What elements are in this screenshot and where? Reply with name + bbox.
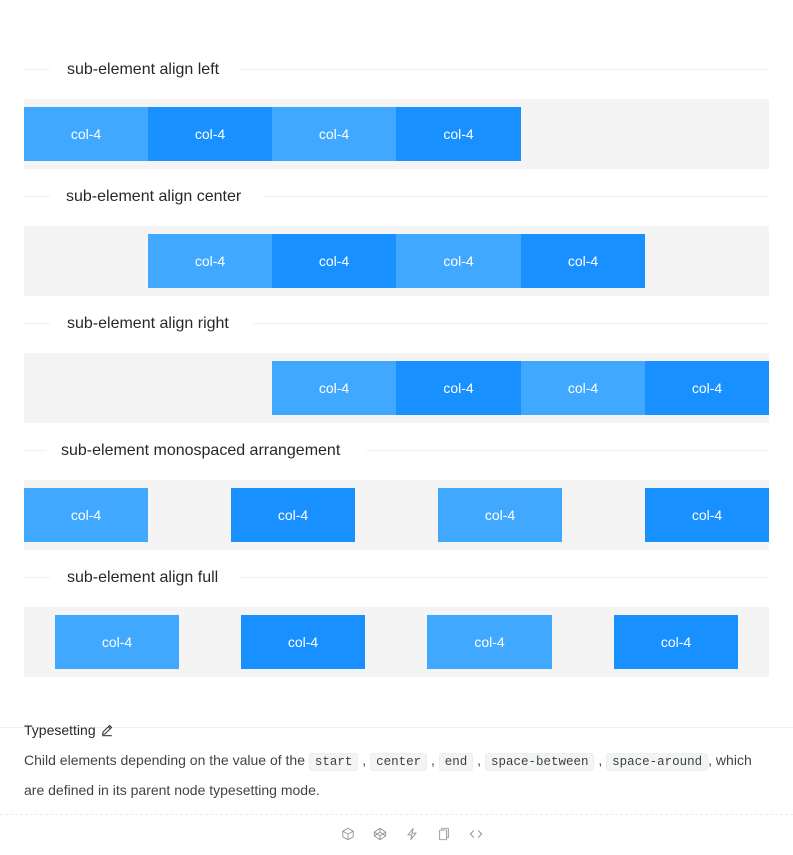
- section-title: sub-element align center: [66, 188, 242, 205]
- col-block: col-4: [396, 107, 521, 161]
- flex-row-start: col-4 col-4 col-4 col-4: [24, 99, 769, 169]
- divider-align-left: sub-element align left: [24, 59, 769, 81]
- section-title: sub-element align full: [67, 569, 219, 586]
- col-block: col-4: [396, 234, 521, 288]
- description-text: Child elements depending on the value of…: [24, 752, 309, 768]
- flex-row-space-around: col-4 col-4 col-4 col-4: [24, 607, 769, 677]
- col-block: col-4: [55, 615, 179, 669]
- col-block: col-4: [645, 488, 769, 542]
- flex-row-center: col-4 col-4 col-4 col-4: [24, 226, 769, 296]
- col-block: col-4: [272, 234, 396, 288]
- divider-align-right: sub-element align right: [24, 313, 769, 335]
- col-block: col-4: [24, 488, 148, 542]
- divider-monospaced: sub-element monospaced arrangement: [24, 440, 769, 462]
- code-space-around: space-around: [606, 753, 709, 771]
- flex-row-end: col-4 col-4 col-4 col-4: [24, 353, 769, 423]
- code-center: center: [370, 753, 428, 771]
- typesetting-description: Child elements depending on the value of…: [24, 746, 769, 804]
- typesetting-heading: Typesetting: [24, 720, 114, 740]
- actions-divider: [0, 814, 793, 815]
- separator: ,: [430, 752, 435, 768]
- col-block: col-4: [148, 234, 272, 288]
- col-block: col-4: [148, 107, 272, 161]
- col-block: col-4: [241, 615, 365, 669]
- separator: ,: [362, 752, 367, 768]
- expand-code-icon[interactable]: [468, 826, 484, 842]
- divider-align-full: sub-element align full: [24, 567, 769, 589]
- code-space-between: space-between: [484, 753, 595, 771]
- codesandbox-icon[interactable]: [340, 826, 356, 842]
- typesetting-title: Typesetting: [24, 722, 96, 738]
- col-block: col-4: [272, 361, 396, 415]
- description-text-end: , which are defined in its parent node t…: [24, 752, 752, 798]
- code-actions-bar: [340, 826, 484, 842]
- col-block: col-4: [427, 615, 552, 669]
- code-end: end: [438, 753, 474, 771]
- flex-row-space-between: col-4 col-4 col-4 col-4: [24, 480, 769, 550]
- code-start: start: [308, 753, 359, 771]
- section-title: sub-element monospaced arrangement: [61, 442, 341, 459]
- copy-icon[interactable]: [436, 826, 452, 842]
- section-title: sub-element align right: [67, 315, 229, 332]
- col-block: col-4: [272, 107, 396, 161]
- separator: ,: [477, 752, 482, 768]
- divider-align-center: sub-element align center: [24, 186, 769, 208]
- col-block: col-4: [396, 361, 521, 415]
- stackblitz-icon[interactable]: [404, 826, 420, 842]
- edit-icon[interactable]: [100, 723, 114, 737]
- col-block: col-4: [438, 488, 562, 542]
- col-block: col-4: [24, 107, 148, 161]
- codepen-icon[interactable]: [372, 826, 388, 842]
- col-block: col-4: [614, 615, 738, 669]
- col-block: col-4: [231, 488, 355, 542]
- description-divider: [0, 727, 793, 728]
- col-block: col-4: [521, 361, 645, 415]
- col-block: col-4: [645, 361, 769, 415]
- col-block: col-4: [521, 234, 645, 288]
- separator: ,: [598, 752, 603, 768]
- section-title: sub-element align left: [67, 61, 220, 78]
